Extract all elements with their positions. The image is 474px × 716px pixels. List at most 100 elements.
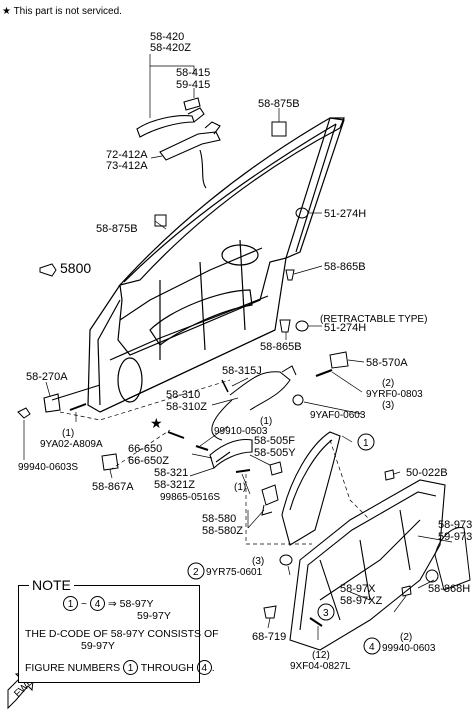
- clip-865b-bottom: [279, 319, 291, 333]
- figure-number-4: 4: [363, 637, 381, 655]
- label-99910-qty: (1): [260, 416, 272, 427]
- label-58-505f: 58-505F: [254, 435, 295, 447]
- label-99940-qty: (2): [400, 632, 412, 643]
- latch-cables: [211, 365, 297, 441]
- label-73-412a: 73-412A: [106, 160, 148, 172]
- label-9yaf0-qty: (3): [382, 400, 394, 411]
- handle-bracket: [159, 121, 221, 189]
- label-star: ★: [150, 415, 163, 431]
- label-58-570a: 58-570A: [366, 357, 408, 369]
- label-68-719: 68-719: [252, 631, 286, 643]
- label-9ya02-a809a: 9YA02-A809A: [40, 439, 103, 450]
- bolt-9yrf0: [315, 368, 333, 378]
- note-box: NOTE 1 ~ 4 ⇒ 58-97Y 59-97Y THE D-CODE OF…: [18, 577, 219, 683]
- label-58-310z: 58-310Z: [166, 401, 207, 413]
- part-58-867a: [101, 453, 119, 471]
- label-50-022b: 50-022B: [406, 467, 448, 479]
- note-dcode-58-97y: 58-97Y: [110, 628, 145, 640]
- svg-text:4: 4: [369, 642, 375, 653]
- nut-99940-bottom: [401, 585, 412, 597]
- note-dcode-text: THE D-CODE OF: [25, 628, 108, 640]
- label-58-865b-bottom: 58-865B: [260, 341, 302, 353]
- label-99910-0503: 99910-0503: [214, 426, 268, 437]
- label-58-875b-left: 58-875B: [96, 223, 138, 235]
- label-58-270a: 58-270A: [26, 371, 68, 383]
- note-through-text: THROUGH: [140, 662, 194, 674]
- label-58-868h: 58-868H: [428, 583, 470, 595]
- note-code-59-97y: 59-97Y: [137, 610, 171, 622]
- label-9yr75-qty: (3): [252, 556, 264, 567]
- svg-text:3: 3: [323, 608, 329, 619]
- label-retractable-type: (RETRACTABLE TYPE): [320, 314, 427, 325]
- label-58-867a: 58-867A: [92, 481, 134, 493]
- label-9xf04-qty: (12): [312, 650, 330, 661]
- screw-99865: [235, 469, 251, 473]
- label-9yaf0-0603: 9YAF0-0603: [310, 410, 366, 421]
- label-51-274h-bottom: 51-274H: [324, 322, 366, 334]
- handle-cap: [183, 97, 201, 111]
- note-figure-numbers-text: FIGURE NUMBERS: [25, 662, 121, 674]
- note-code-58-97y: 58-97Y: [119, 598, 154, 610]
- label-5800: 5800: [60, 260, 91, 276]
- note-row-1: 1 ~ 4 ⇒ 58-97Y: [63, 596, 154, 611]
- label-51-274h-top: 51-274H: [324, 208, 366, 220]
- label-58-875b-top: 58-875B: [258, 98, 300, 110]
- note-tilde: ~: [80, 598, 88, 610]
- label-9yrf0-0803: 9YRF0-0803: [366, 389, 423, 400]
- label-58-321z: 58-321Z: [154, 479, 195, 491]
- label-58-97x: 58-97X: [340, 583, 376, 595]
- bolt-9ya02: [69, 403, 87, 411]
- clip-left: [154, 214, 167, 227]
- window-regulator-motor: [261, 484, 279, 516]
- figure-number-2: 2: [187, 562, 205, 580]
- note-circle-1: 1: [63, 596, 78, 611]
- nut-99940-left: [17, 407, 31, 419]
- label-59-415: 59-415: [176, 79, 210, 91]
- plug-top: [295, 207, 309, 219]
- label-99940-0603s: 99940-0603S: [18, 462, 78, 473]
- header-note: ★ This part is not serviced.: [2, 6, 122, 17]
- star-icon: ★: [2, 6, 11, 17]
- inner-handle: [209, 438, 253, 470]
- bolt-9yaf0: [292, 394, 304, 406]
- note-dcode-59-97y: 59-97Y: [81, 640, 115, 652]
- clip-top: [271, 121, 287, 137]
- label-58-97xz: 58-97XZ: [340, 595, 382, 607]
- label-58-580: 58-580: [202, 513, 236, 525]
- note-circle-1b: 1: [123, 660, 139, 675]
- reference-arrow-icon: [39, 263, 57, 277]
- figure-number-3: 3: [317, 603, 335, 621]
- part-50-022b: [384, 469, 395, 481]
- label-58-973: 58-973: [438, 519, 472, 531]
- door-glass: [281, 431, 341, 546]
- label-9yrf0-qty: (2): [382, 378, 394, 389]
- screw-left: [167, 431, 185, 439]
- label-99940-0603: 99940-0603: [382, 643, 436, 654]
- label-58-420: 58-420: [150, 31, 184, 43]
- label-58-505y: 58-505Y: [254, 447, 296, 459]
- note-row-2: THE D-CODE OF 58-97Y CONSISTS OF: [25, 628, 219, 640]
- label-58-420z: 58-420Z: [150, 42, 191, 54]
- label-99865-0516s: 99865-0516S: [160, 492, 220, 503]
- bezel-58-505f: [269, 461, 283, 476]
- note-period: .: [211, 662, 215, 674]
- door-check: [43, 384, 101, 413]
- note-circle-4b: 4: [196, 660, 212, 675]
- svg-text:1: 1: [363, 438, 369, 449]
- label-58-415: 58-415: [176, 67, 210, 79]
- bolt-9yr75: [279, 554, 293, 566]
- label-58-580z: 58-580Z: [202, 525, 243, 537]
- sealing-screen: [434, 526, 471, 591]
- label-72-412a: 72-412A: [106, 149, 148, 161]
- clip-865b-right: [285, 269, 295, 281]
- door-frame: [87, 117, 345, 413]
- note-circle-4: 4: [89, 596, 105, 611]
- label-99865-qty: (1): [234, 482, 246, 493]
- label-58-865b-right: 58-865B: [324, 261, 366, 273]
- note-row-3: FIGURE NUMBERS 1 THROUGH 4.: [25, 660, 215, 675]
- note-implies: ⇒: [107, 598, 117, 610]
- clip-68-719: [263, 605, 277, 619]
- outer-handle: [136, 107, 205, 138]
- header-text: This part is not serviced.: [13, 6, 122, 17]
- label-66-650: 66-650: [128, 443, 162, 455]
